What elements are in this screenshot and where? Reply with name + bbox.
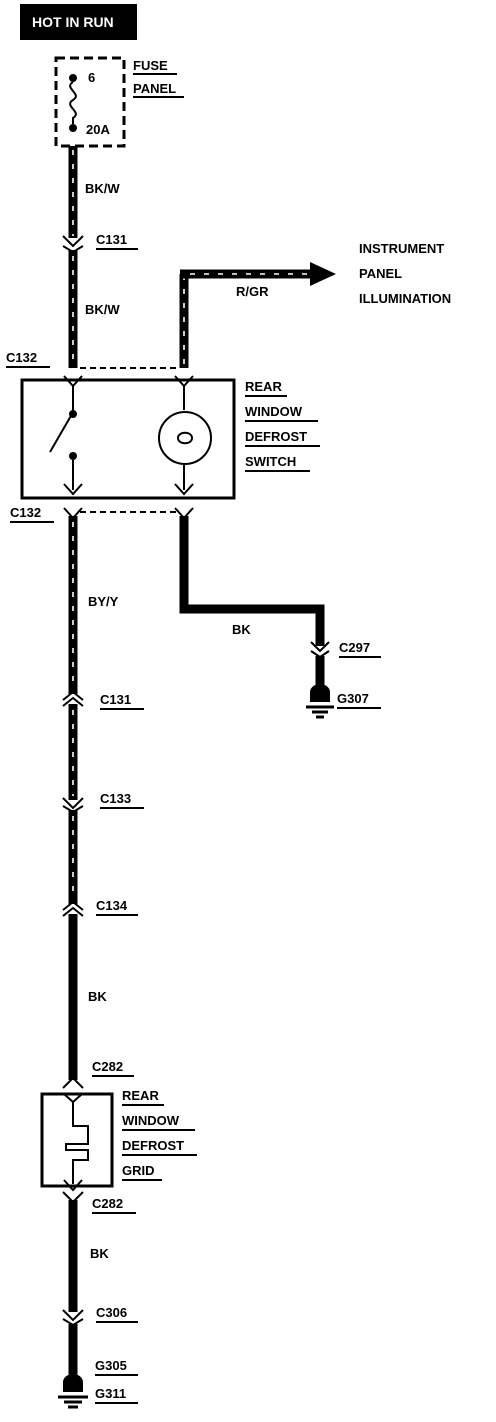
connector-c132-top-label: C132 [6, 350, 37, 365]
fuse-label-line2: PANEL [133, 81, 176, 96]
switch-blade-icon [49, 413, 73, 453]
destination-line3: ILLUMINATION [359, 291, 451, 306]
wire-label-bkw-2: BK/W [85, 302, 120, 317]
ground-g305-label: G305 [95, 1358, 127, 1373]
switch-contact-bottom [69, 452, 77, 460]
ground-g307-icon [310, 684, 330, 702]
wire-label-bk-2: BK [88, 989, 107, 1004]
connector-c133-icon [62, 797, 84, 810]
wire-bk-to-g307 [179, 516, 325, 646]
fuse-number: 6 [88, 70, 95, 85]
destination-line1: INSTRUMENT [359, 241, 444, 256]
connector-c282-top-label: C282 [92, 1059, 123, 1074]
ground-g307-label: G307 [337, 691, 369, 706]
connector-c134-label: C134 [96, 898, 128, 913]
connector-c131-mid-icon [62, 690, 84, 701]
grid-label-line1: REAR [122, 1088, 159, 1103]
connector-c297-icon [310, 641, 330, 653]
connector-c306-icon [62, 1309, 84, 1322]
destination-line2: PANEL [359, 266, 402, 281]
connector-c306-label: C306 [96, 1305, 127, 1320]
connector-c131-mid-label: C131 [100, 692, 131, 707]
switch-label-line4: SWITCH [245, 454, 296, 469]
connector-c134-icon [62, 900, 84, 911]
wire-label-byy: BY/Y [88, 594, 119, 609]
lamp-filament-icon [177, 431, 194, 445]
wire-label-bkw-1: BK/W [85, 181, 120, 196]
header-box [20, 4, 137, 40]
switch-label-line1: REAR [245, 379, 282, 394]
grid-terminal-bottom [63, 1179, 83, 1192]
arrow-right-icon [310, 262, 336, 286]
header-title: HOT IN RUN [32, 14, 114, 30]
fuse-label-line1: FUSE [133, 58, 168, 73]
fuse-panel-box [54, 56, 126, 148]
wire-label-rgr: R/GR [236, 284, 269, 299]
defrost-grid-box [40, 1092, 114, 1188]
connector-c132-bottom-label: C132 [10, 505, 41, 520]
wire-label-bk-3: BK [90, 1246, 109, 1261]
ground-g305-g311-icon [63, 1374, 83, 1392]
connector-c282-top-icon [62, 1076, 84, 1089]
defrost-grid-element-icon [65, 1102, 89, 1184]
switch-label-line2: WINDOW [245, 404, 303, 419]
connector-c133-label: C133 [100, 791, 131, 806]
fuse-rating: 20A [86, 122, 110, 137]
connector-c131-mid-icon-2 [62, 696, 84, 707]
connector-c131-top-label: C131 [96, 232, 127, 247]
switch-terminal-bottom-right [174, 483, 194, 496]
grid-label-line3: DEFROST [122, 1138, 184, 1153]
switch-terminal-bottom-left [63, 483, 83, 496]
defrost-switch-box [20, 378, 236, 500]
grid-label-line4: GRID [122, 1163, 155, 1178]
fuse-terminal-bottom [69, 124, 77, 132]
ground-g311-label: G311 [95, 1386, 126, 1401]
connector-c134-icon-2 [62, 906, 84, 917]
connector-c297-label: C297 [339, 640, 370, 655]
connector-c131-top-icon [62, 235, 84, 248]
fuse-terminal-top [69, 74, 77, 82]
connector-c282-bottom-label: C282 [92, 1196, 123, 1211]
switch-label-line3: DEFROST [245, 429, 307, 444]
fuse-element-icon [69, 81, 77, 124]
wire-label-bk-1: BK [232, 622, 251, 637]
grid-label-line2: WINDOW [122, 1113, 180, 1128]
